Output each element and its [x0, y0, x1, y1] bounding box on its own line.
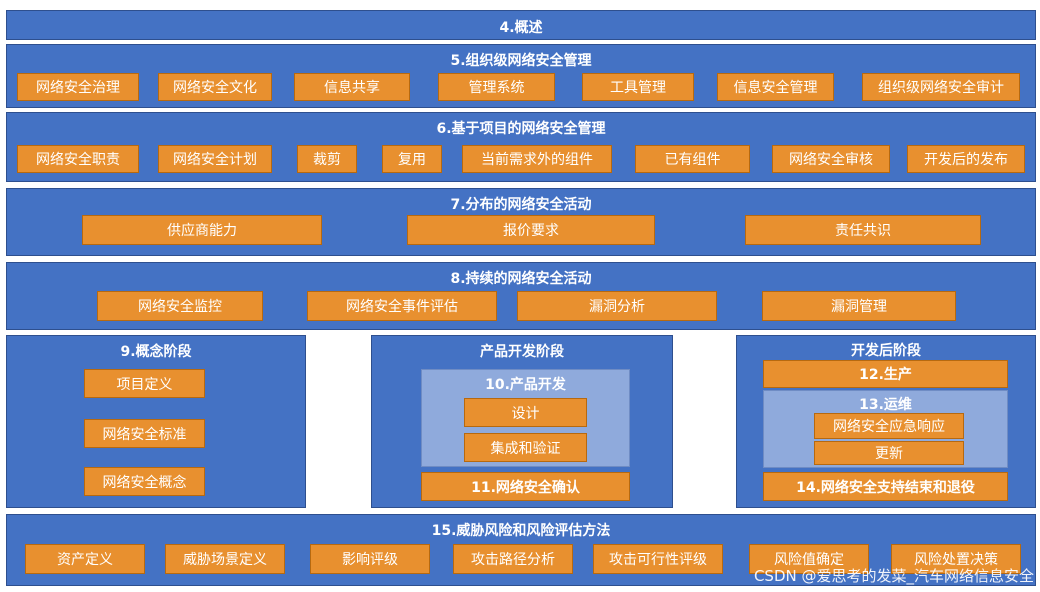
- section-11-validation: 11.网络安全确认: [421, 472, 630, 501]
- item-incident-response: 网络安全应急响应: [814, 413, 964, 439]
- item-information-sharing: 信息共享: [294, 73, 410, 101]
- item-impact-rating: 影响评级: [310, 544, 430, 574]
- section-6-title: 6.基于项目的网络安全管理: [436, 121, 606, 137]
- item-asset-identification: 资产定义: [25, 544, 145, 574]
- item-attack-feasibility-rating: 攻击可行性评级: [593, 544, 723, 574]
- section-13-panel: 13.运维 网络安全应急响应 更新: [763, 390, 1008, 468]
- item-item-definition: 项目定义: [84, 369, 205, 398]
- item-integration-verification: 集成和验证: [464, 433, 587, 462]
- section-14-decommission: 14.网络安全支持结束和退役: [763, 472, 1008, 501]
- section-12-production: 12.生产: [763, 360, 1008, 388]
- post-development-band: 开发后阶段 12.生产 13.运维 网络安全应急响应 更新 14.网络安全支持结…: [736, 335, 1036, 508]
- item-updates: 更新: [814, 441, 964, 465]
- item-responsibility-agreement: 责任共识: [745, 215, 981, 245]
- section-5-title: 5.组织级网络安全管理: [450, 53, 592, 69]
- item-tool-management: 工具管理: [582, 73, 694, 101]
- section-7-band: 7.分布的网络安全活动 供应商能力 报价要求 责任共识: [6, 188, 1036, 256]
- item-out-of-context-component: 当前需求外的组件: [462, 145, 612, 173]
- item-security-assessment: 网络安全审核: [772, 145, 890, 173]
- item-quotation-request: 报价要求: [407, 215, 655, 245]
- section-9-band: 9.概念阶段 项目定义 网络安全标准 网络安全概念: [6, 335, 306, 508]
- item-supplier-capability: 供应商能力: [82, 215, 322, 245]
- section-7-title: 7.分布的网络安全活动: [450, 197, 592, 213]
- item-design: 设计: [464, 398, 587, 427]
- section-4-title: 4.概述: [499, 20, 543, 36]
- item-reuse: 复用: [382, 145, 442, 173]
- item-attack-path-analysis: 攻击路径分析: [453, 544, 573, 574]
- item-vulnerability-analysis: 漏洞分析: [517, 291, 717, 321]
- item-existing-component: 已有组件: [635, 145, 750, 173]
- product-development-band: 产品开发阶段 10.产品开发 设计 集成和验证 11.网络安全确认: [371, 335, 673, 508]
- item-management-system: 管理系统: [438, 73, 555, 101]
- watermark-text: CSDN @爱思考的发菜_汽车网络信息安全: [753, 567, 1034, 585]
- section-15-title: 15.威胁风险和风险评估方法: [431, 523, 611, 539]
- item-threat-scenario-identification: 威胁场景定义: [165, 544, 285, 574]
- item-risk-value-determination: 风险值确定: [749, 544, 869, 574]
- section-8-band: 8.持续的网络安全活动 网络安全监控 网络安全事件评估 漏洞分析 漏洞管理: [6, 262, 1036, 330]
- item-organizational-security-audit: 组织级网络安全审计: [862, 73, 1020, 101]
- item-security-monitoring: 网络安全监控: [97, 291, 263, 321]
- item-security-concept: 网络安全概念: [84, 467, 205, 496]
- post-development-title: 开发后阶段: [851, 343, 921, 359]
- item-security-responsibility: 网络安全职责: [17, 145, 139, 173]
- item-security-goals: 网络安全标准: [84, 419, 205, 448]
- section-10-title: 10.产品开发: [485, 377, 566, 393]
- item-network-security-culture: 网络安全文化: [158, 73, 272, 101]
- product-development-title: 产品开发阶段: [480, 344, 564, 360]
- item-tailoring: 裁剪: [297, 145, 357, 173]
- item-vulnerability-management: 漏洞管理: [762, 291, 956, 321]
- section-10-panel: 10.产品开发 设计 集成和验证: [421, 369, 630, 467]
- item-risk-treatment-decision: 风险处置决策: [891, 544, 1021, 574]
- section-4-band: 4.概述: [6, 10, 1036, 40]
- item-security-plan: 网络安全计划: [158, 145, 272, 173]
- section-5-band: 5.组织级网络安全管理 网络安全治理 网络安全文化 信息共享 管理系统 工具管理…: [6, 44, 1036, 108]
- section-15-band: 15.威胁风险和风险评估方法 资产定义 威胁场景定义 影响评级 攻击路径分析 攻…: [6, 514, 1036, 586]
- section-8-title: 8.持续的网络安全活动: [450, 271, 592, 287]
- item-information-security-management: 信息安全管理: [717, 73, 834, 101]
- section-13-title: 13.运维: [859, 397, 912, 413]
- item-security-event-assessment: 网络安全事件评估: [307, 291, 497, 321]
- section-9-title: 9.概念阶段: [120, 344, 192, 360]
- section-6-band: 6.基于项目的网络安全管理 网络安全职责 网络安全计划 裁剪 复用 当前需求外的…: [6, 112, 1036, 182]
- item-post-development-release: 开发后的发布: [907, 145, 1025, 173]
- item-network-security-governance: 网络安全治理: [17, 73, 139, 101]
